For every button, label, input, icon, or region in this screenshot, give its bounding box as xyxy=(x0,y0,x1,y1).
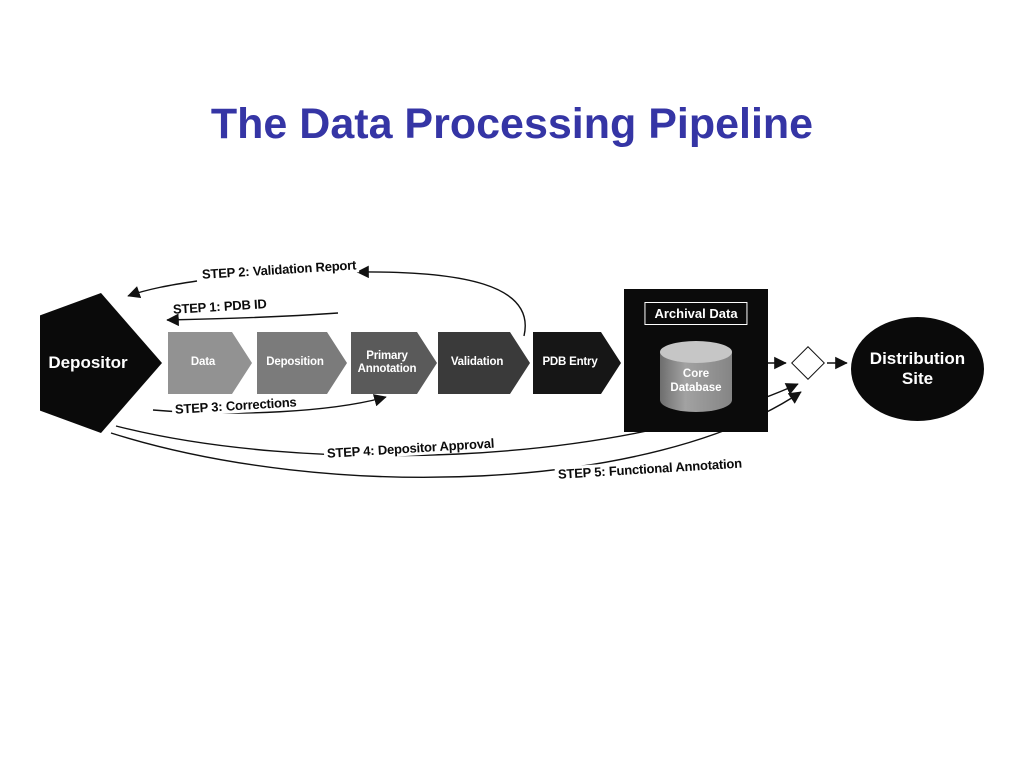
core-database-cylinder: Core Database xyxy=(660,341,732,421)
core-database-label: Core Database xyxy=(670,368,722,394)
step-5-label: STEP 5: Functional Annotation xyxy=(554,455,746,482)
step-4-label: STEP 4: Depositor Approval xyxy=(323,435,498,461)
depositor-label: Depositor xyxy=(48,353,128,372)
stage-deposition-label: Deposition xyxy=(266,356,324,369)
page-title: The Data Processing Pipeline xyxy=(210,100,814,148)
archival-data-label: Archival Data xyxy=(644,302,748,325)
step-3-label: STEP 3: Corrections xyxy=(171,394,300,417)
stage-pdb-entry: PDB Entry xyxy=(533,332,621,394)
arrow-step2-right-segment xyxy=(356,265,526,337)
merge-diamond xyxy=(791,346,825,380)
stage-pdb-entry-label: PDB Entry xyxy=(542,356,598,369)
stage-primary-annotation-label: Primary Annotation xyxy=(357,349,417,375)
depositor-shape: Depositor xyxy=(40,293,162,433)
stage-data: Data xyxy=(168,332,252,394)
step-1-label: STEP 1: PDB ID xyxy=(172,296,268,317)
cylinder-top xyxy=(660,341,732,363)
distribution-site-label: Distribution Site xyxy=(869,348,966,388)
stage-validation: Validation xyxy=(438,332,530,394)
stage-primary-annotation: Primary Annotation xyxy=(351,332,437,394)
archival-data-box: Archival Data Core Database xyxy=(624,289,768,432)
step-2-label: STEP 2: Validation Report xyxy=(198,257,360,282)
arrow-step2-left-segment xyxy=(127,280,198,299)
distribution-site-ellipse: Distribution Site xyxy=(851,317,984,421)
stage-deposition: Deposition xyxy=(257,332,347,394)
stage-data-label: Data xyxy=(190,356,216,369)
stage-validation-label: Validation xyxy=(450,356,504,369)
